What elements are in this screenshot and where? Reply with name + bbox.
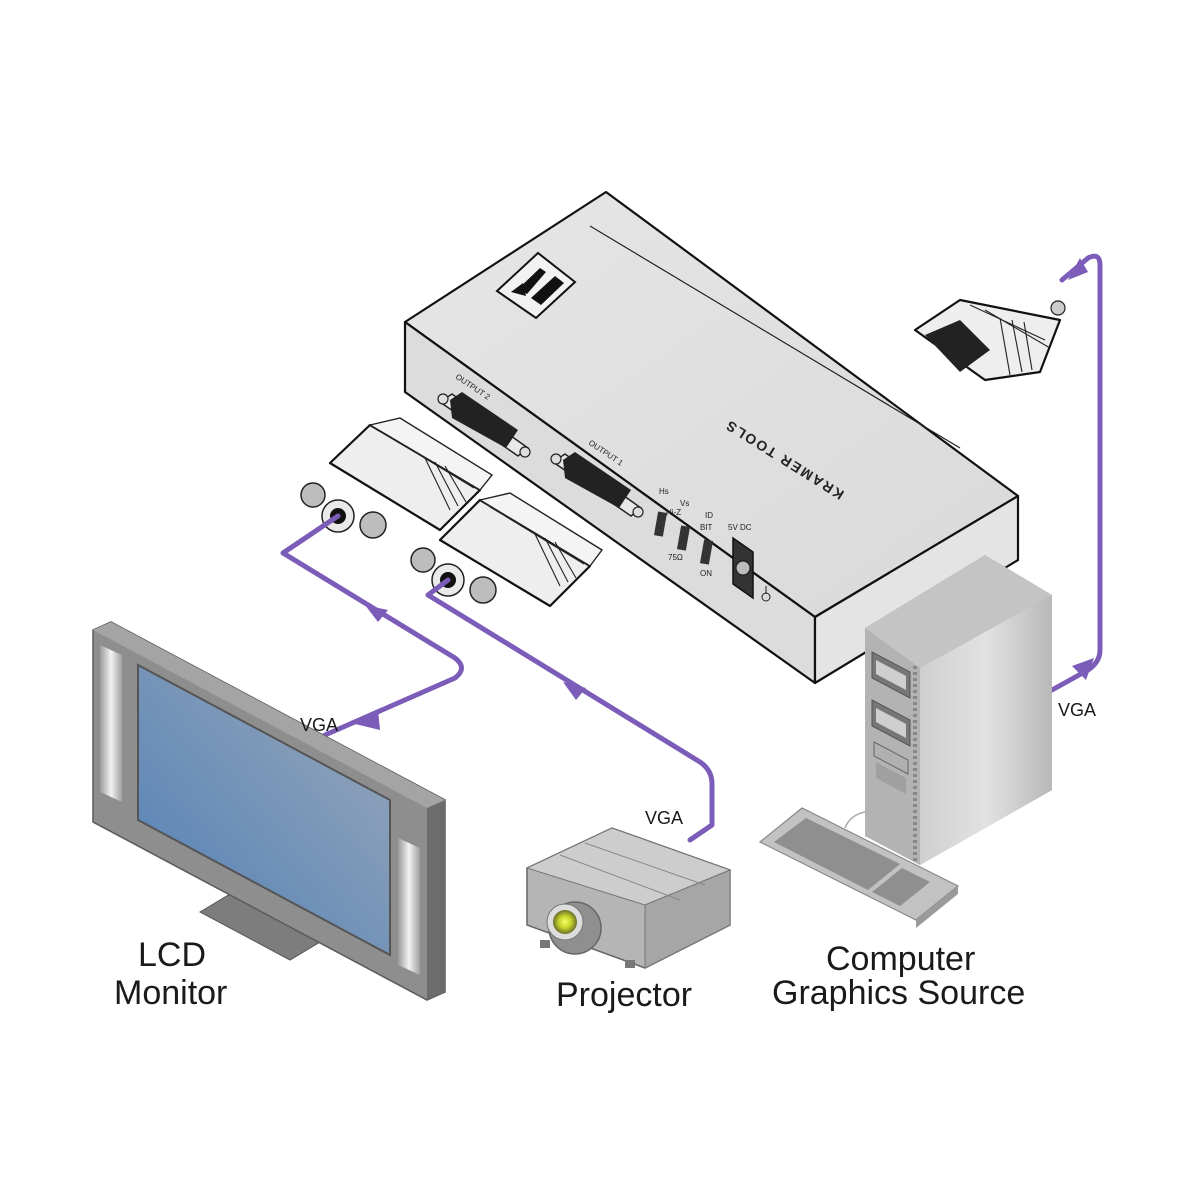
- cable-lcd: [280, 513, 464, 738]
- dip-switches[interactable]: [653, 511, 714, 565]
- switch-label-hs: Hs: [659, 487, 669, 496]
- arrow-icon: [355, 710, 380, 730]
- power-label: 5V DC: [728, 523, 752, 532]
- lcd-monitor: [92, 621, 446, 1001]
- power-jack[interactable]: [732, 536, 754, 600]
- arrow-icon: [365, 605, 388, 622]
- computer-label-line2: Graphics Source: [772, 974, 1025, 1012]
- cable-projector: [425, 577, 715, 843]
- computer-label-line1: Computer: [826, 940, 975, 978]
- lcd-cable-label: VGA: [300, 715, 338, 735]
- keyboard: [758, 807, 960, 928]
- device-top-groove: [589, 225, 961, 449]
- switch-label-bit: BIT: [700, 523, 713, 532]
- lcd-monitor-label-line2: Monitor: [114, 974, 227, 1012]
- switch-label-on: ON: [700, 569, 712, 578]
- output-1-port[interactable]: [550, 452, 644, 518]
- arrow-icon: [563, 682, 586, 700]
- switch-label-id: ID: [705, 511, 713, 520]
- vga-plug-output-1: [410, 492, 604, 608]
- output-2-port[interactable]: [437, 392, 531, 458]
- arrow-icon: [1072, 658, 1094, 680]
- computer-cable-label: VGA: [1058, 700, 1096, 720]
- projector: [525, 827, 732, 969]
- kramer-device: KRAMER TOOLS OUTPUT 2 OUTPUT 1 Hs Vs Hi-…: [403, 190, 1020, 685]
- computer-tower: [865, 555, 1052, 865]
- lcd-screen: [137, 663, 391, 957]
- projector-lens-icon: [553, 910, 577, 934]
- cable-computer: [1049, 253, 1103, 693]
- projector-cable-label: VGA: [645, 808, 683, 828]
- kramer-logo-icon: [495, 251, 577, 320]
- ground-icon: [761, 586, 771, 602]
- switch-label-hiz: Hi-Z: [666, 508, 681, 517]
- vga-plug-input: [913, 298, 1066, 382]
- arrow-icon: [1068, 258, 1088, 280]
- switch-label-ohm: 75Ω: [668, 553, 683, 562]
- projector-label: Projector: [556, 976, 692, 1014]
- lcd-monitor-label-line1: LCD: [138, 936, 206, 974]
- switch-label-vs: Vs: [680, 499, 689, 508]
